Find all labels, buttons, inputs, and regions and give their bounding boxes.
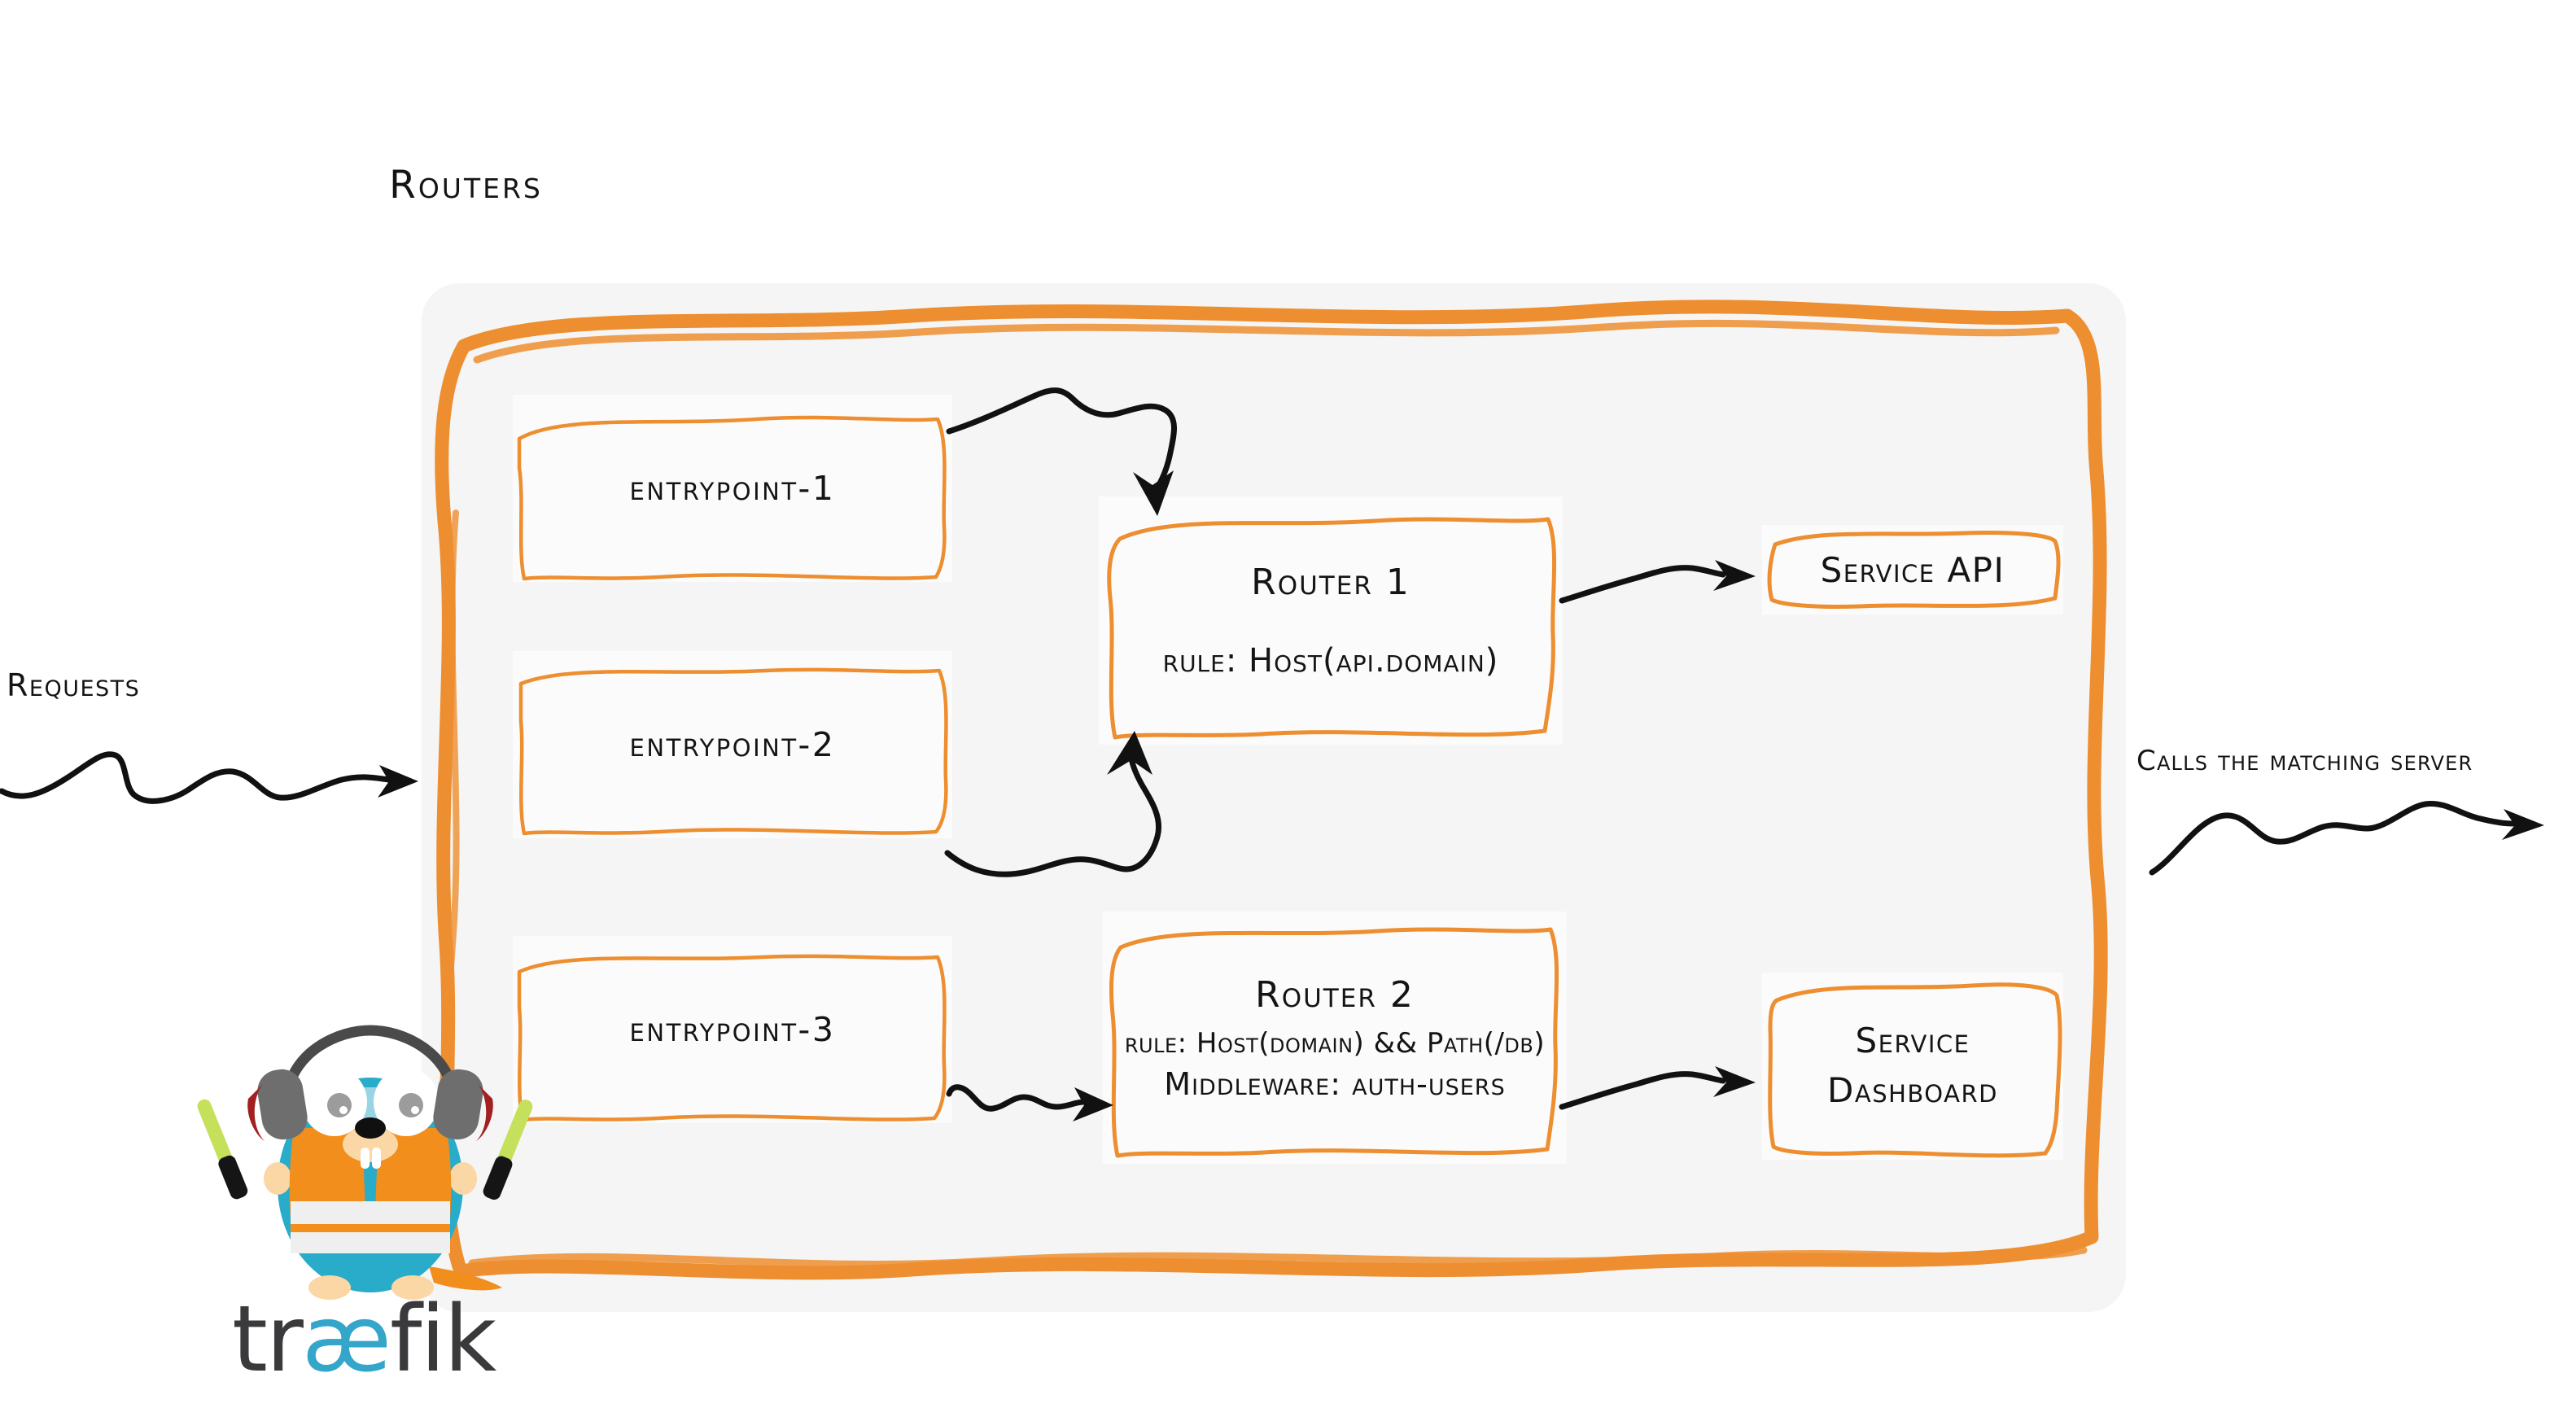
router-2-middleware: Middleware: auth-users bbox=[1164, 1065, 1506, 1102]
calls-matching-server-arrow bbox=[2149, 800, 2544, 876]
traefik-brand: træfik bbox=[197, 1025, 533, 1408]
gopher-tooth-left bbox=[361, 1148, 370, 1169]
router-1-node[interactable]: Router 1 rule: Host(api.domain) bbox=[1099, 496, 1563, 745]
service-dashboard-line2: Dashboard bbox=[1827, 1070, 1998, 1110]
router-2-title: Router 2 bbox=[1255, 973, 1415, 1016]
requests-label: Requests bbox=[7, 667, 141, 703]
page-title-text: Routers bbox=[389, 163, 543, 208]
gopher-nose bbox=[355, 1117, 386, 1139]
wordmark-suffix: fik bbox=[389, 1287, 496, 1393]
gopher-foot-right bbox=[391, 1275, 434, 1300]
router-1-border bbox=[1107, 517, 1557, 740]
page-title: Routers bbox=[0, 163, 2576, 208]
gopher-hand-right bbox=[449, 1162, 477, 1195]
entrypoint-2-node[interactable]: entrypoint-2 bbox=[513, 651, 952, 838]
calls-the-matching-server-label: Calls the matching server bbox=[2136, 745, 2473, 777]
entrypoint1-to-router1-arrow bbox=[946, 387, 1177, 516]
traefik-wordmark: træfik bbox=[232, 1294, 509, 1392]
gopher-muzzle bbox=[343, 1126, 398, 1162]
router-2-rule: rule: Host(domain) && Path(/db) bbox=[1124, 1026, 1546, 1060]
gopher-headphones bbox=[247, 1025, 493, 1141]
gopher-foot-left bbox=[308, 1275, 351, 1300]
service-dashboard-line1: Service bbox=[1855, 1021, 1970, 1061]
router2-to-service-dashboard-arrow bbox=[1559, 1066, 1756, 1110]
traefik-gopher-mascot bbox=[197, 1025, 533, 1300]
entrypoint2-to-router1-arrow bbox=[944, 731, 1162, 877]
gopher-safety-vest bbox=[289, 1128, 452, 1253]
marshalling-wand-right bbox=[483, 1100, 533, 1200]
router-2-node[interactable]: Router 2 rule: Host(domain) && Path(/db)… bbox=[1103, 912, 1567, 1164]
marshalling-wand-left bbox=[197, 1099, 248, 1200]
router1-to-service-api-arrow bbox=[1559, 560, 1756, 604]
service-dashboard-node[interactable]: Service Dashboard bbox=[1762, 973, 2063, 1160]
requests-arrow bbox=[0, 751, 418, 804]
service-api-node[interactable]: Service API bbox=[1762, 525, 2063, 614]
gopher-hand-left bbox=[264, 1162, 291, 1195]
service-dashboard-label: Service Dashboard bbox=[1827, 1017, 1998, 1116]
entrypoint3-to-router2-arrow bbox=[946, 1084, 1113, 1122]
wordmark-prefix: tr bbox=[232, 1287, 304, 1393]
router-1-title: Router 1 bbox=[1251, 562, 1410, 603]
entrypoint-2-label: entrypoint-2 bbox=[629, 725, 836, 764]
entrypoint-3-node[interactable]: entrypoint-3 bbox=[513, 936, 952, 1123]
entrypoint-3-label: entrypoint-3 bbox=[629, 1010, 836, 1049]
entrypoint-1-node[interactable]: entrypoint-1 bbox=[513, 395, 952, 582]
gopher-tooth-right bbox=[372, 1148, 381, 1169]
router-1-rule: rule: Host(api.domain) bbox=[1162, 642, 1499, 680]
wordmark-ligature: æ bbox=[301, 1287, 391, 1393]
entrypoint-1-label: entrypoint-1 bbox=[629, 469, 836, 508]
gopher-tail bbox=[429, 1266, 502, 1291]
service-api-label: Service API bbox=[1820, 549, 2005, 590]
